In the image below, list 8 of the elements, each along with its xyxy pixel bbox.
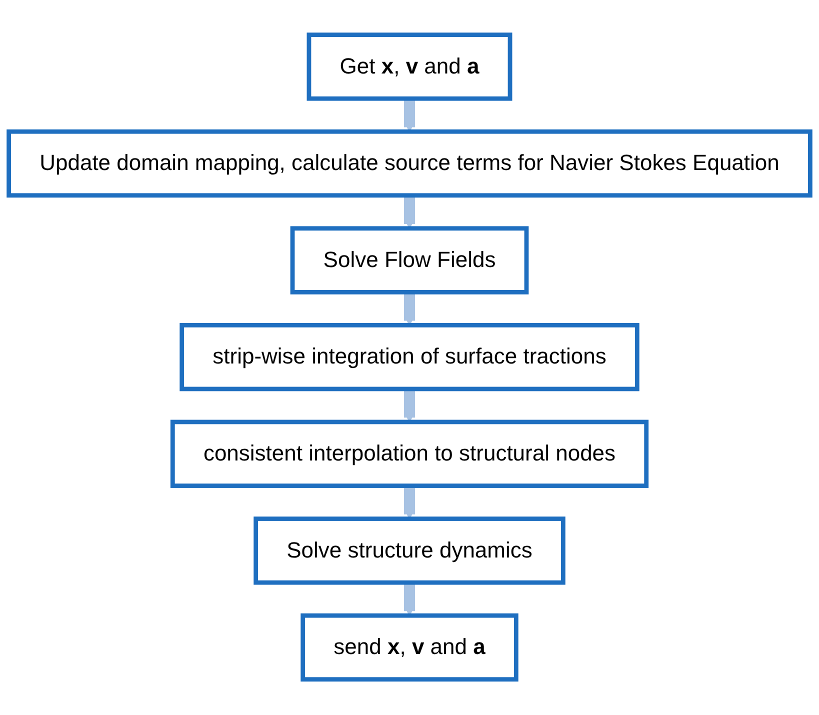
node-box: [300, 614, 518, 682]
node-box: [290, 226, 529, 295]
node-box: [6, 130, 812, 198]
node-box: [170, 420, 649, 488]
node-box: [306, 33, 512, 102]
flowchart: Get x, v and a Update domain mapping, calculate source terms for Navier Stokes Equation Solve Flow Fields strip-wise integration of surface tractions consistent interpolation to structural nodes Solve structure dynamics send x, v and a: [0, 26, 819, 689]
node-box: [180, 323, 640, 392]
node-box: [254, 517, 566, 586]
